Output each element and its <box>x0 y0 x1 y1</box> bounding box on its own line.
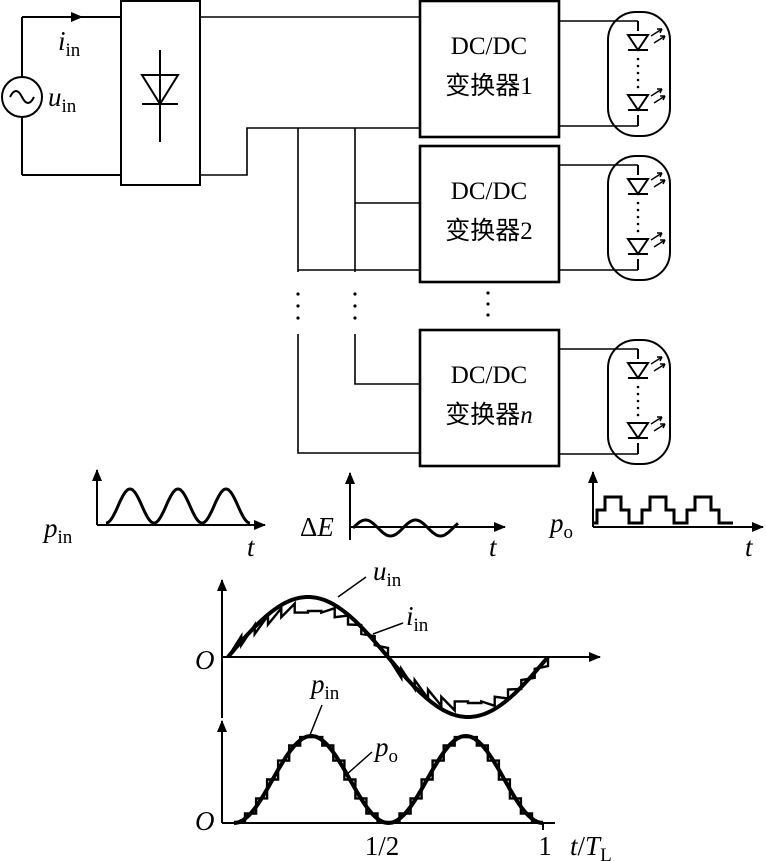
converter-n: DC/DC 变换器n <box>418 328 561 468</box>
waveform-pin: pin t <box>42 469 266 562</box>
waveform-dE: ΔE t <box>300 472 506 562</box>
iin-leader <box>372 622 404 635</box>
converter-2-line1: DC/DC <box>451 178 527 205</box>
dE-mini-label: ΔE <box>300 512 334 542</box>
chart1-origin-label: O <box>195 645 215 675</box>
led-enclosure <box>607 155 671 281</box>
po-leader <box>345 751 373 776</box>
dc-bus-wiring <box>200 16 420 454</box>
led-string <box>559 339 671 465</box>
diode-icon <box>140 74 180 106</box>
led-enclosure <box>607 339 671 465</box>
converter-2-line2: 变换器2 <box>445 217 533 245</box>
converter-1-line1: DC/DC <box>451 33 527 60</box>
po-mini-label: po <box>548 508 573 543</box>
iin-series-label: iin <box>406 601 429 636</box>
converter-n-line1: DC/DC <box>451 362 527 389</box>
converter-1: DC/DC 变换器1 <box>418 0 561 139</box>
dE-mini-t-label: t <box>489 532 498 562</box>
led-enclosure <box>607 11 671 137</box>
uin-series-label: uin <box>373 556 402 591</box>
po-curve <box>234 735 543 824</box>
dE-mini-curve <box>351 518 459 538</box>
led-icon <box>626 88 666 112</box>
converter-2: DC/DC 变换器2 <box>418 144 561 284</box>
uin-leader <box>337 576 367 598</box>
iin-curve <box>226 600 550 714</box>
chart-uin-iin: O uin iin <box>195 556 601 719</box>
po-series-label: po <box>373 732 398 767</box>
rectifier-block <box>120 0 201 186</box>
chart2-origin-label: O <box>195 806 215 836</box>
chart-pin-po: O pin po 1/2 1 t/TL <box>195 669 612 861</box>
po-mini-curve <box>593 495 733 525</box>
pin-series-label: pin <box>309 669 340 704</box>
ac-source <box>1 16 121 176</box>
led-string <box>559 11 671 137</box>
tick-half-label: 1/2 <box>365 831 400 861</box>
source-current-label: iin <box>58 26 81 61</box>
led-icon <box>626 416 666 440</box>
pin-mini-t-label: t <box>247 532 256 562</box>
converter-n-line2: 变换器n <box>445 401 533 429</box>
led-string <box>559 155 671 281</box>
led-icon <box>626 28 666 52</box>
source-voltage-label: uin <box>48 82 77 117</box>
led-icon <box>626 172 666 196</box>
waveform-po: po t <box>548 471 764 562</box>
led-icon <box>626 232 666 256</box>
tick-one-label: 1 <box>538 831 552 861</box>
pin-leader <box>309 704 323 736</box>
po-mini-t-label: t <box>745 532 754 562</box>
pin-mini-curve <box>105 487 251 525</box>
converter-1-line2: 变换器1 <box>445 72 533 100</box>
continuation-dots <box>296 291 490 320</box>
led-icon <box>626 356 666 380</box>
pin-mini-label: pin <box>42 513 73 548</box>
chart2-x-axis-label: t/TL <box>570 831 612 861</box>
led-strings <box>559 11 671 465</box>
